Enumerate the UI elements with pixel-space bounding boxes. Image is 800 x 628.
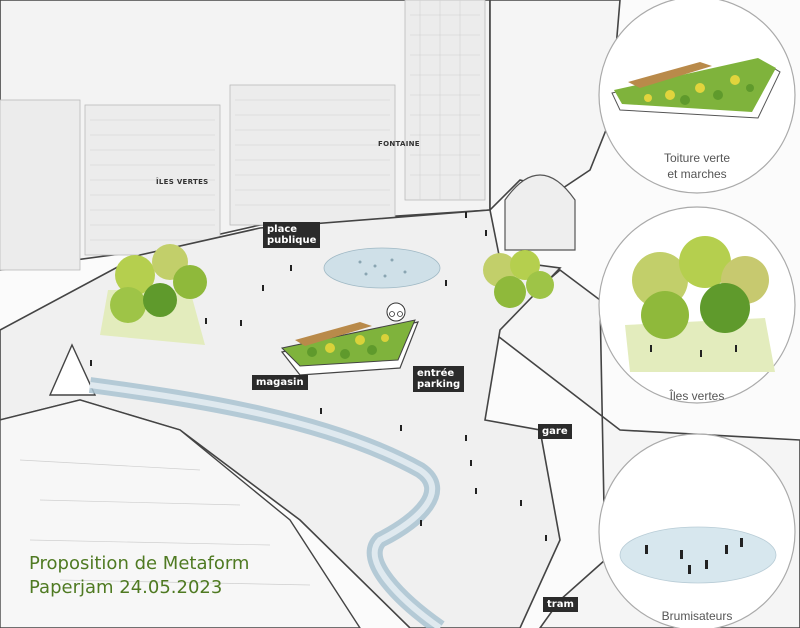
inset-misters [619, 526, 777, 584]
label-magasin: magasin [252, 375, 308, 390]
bicycle-icon [386, 302, 406, 322]
label-fontaine: FONTAINE [378, 140, 420, 148]
inset-green-islands [625, 236, 775, 372]
credit-line-1: Proposition de Metaform [29, 553, 250, 574]
credit-caption: Proposition de Metaform Paperjam 24.05.2… [29, 552, 249, 600]
credit-line-2: Paperjam 24.05.2023 [29, 577, 223, 598]
pedestrians [90, 212, 547, 541]
label-entree-parking: entrée parking [413, 366, 465, 392]
green-roof-pavilion [280, 319, 419, 376]
facade-windows [90, 0, 480, 241]
label-tram: tram [543, 597, 578, 612]
green-island-left [100, 244, 207, 345]
lower-left-buildings [0, 343, 361, 628]
dome-building [504, 174, 576, 251]
fountain-water [323, 247, 441, 289]
lower-buildings-lines [19, 459, 311, 586]
green-island-right [483, 250, 554, 308]
caption-brumisateurs: Brumisateurs [661, 609, 733, 623]
caption-iles-vertes: Îles vertes [669, 389, 725, 403]
caption-toiture-verte: Toiture verte et marches [663, 151, 731, 181]
fountain-jets [358, 258, 407, 278]
label-iles-vertes: ÎLES VERTES [156, 178, 209, 186]
label-gare: gare [538, 424, 572, 439]
inset-green-roof [611, 58, 781, 119]
label-place-publique: place publique [263, 222, 321, 248]
